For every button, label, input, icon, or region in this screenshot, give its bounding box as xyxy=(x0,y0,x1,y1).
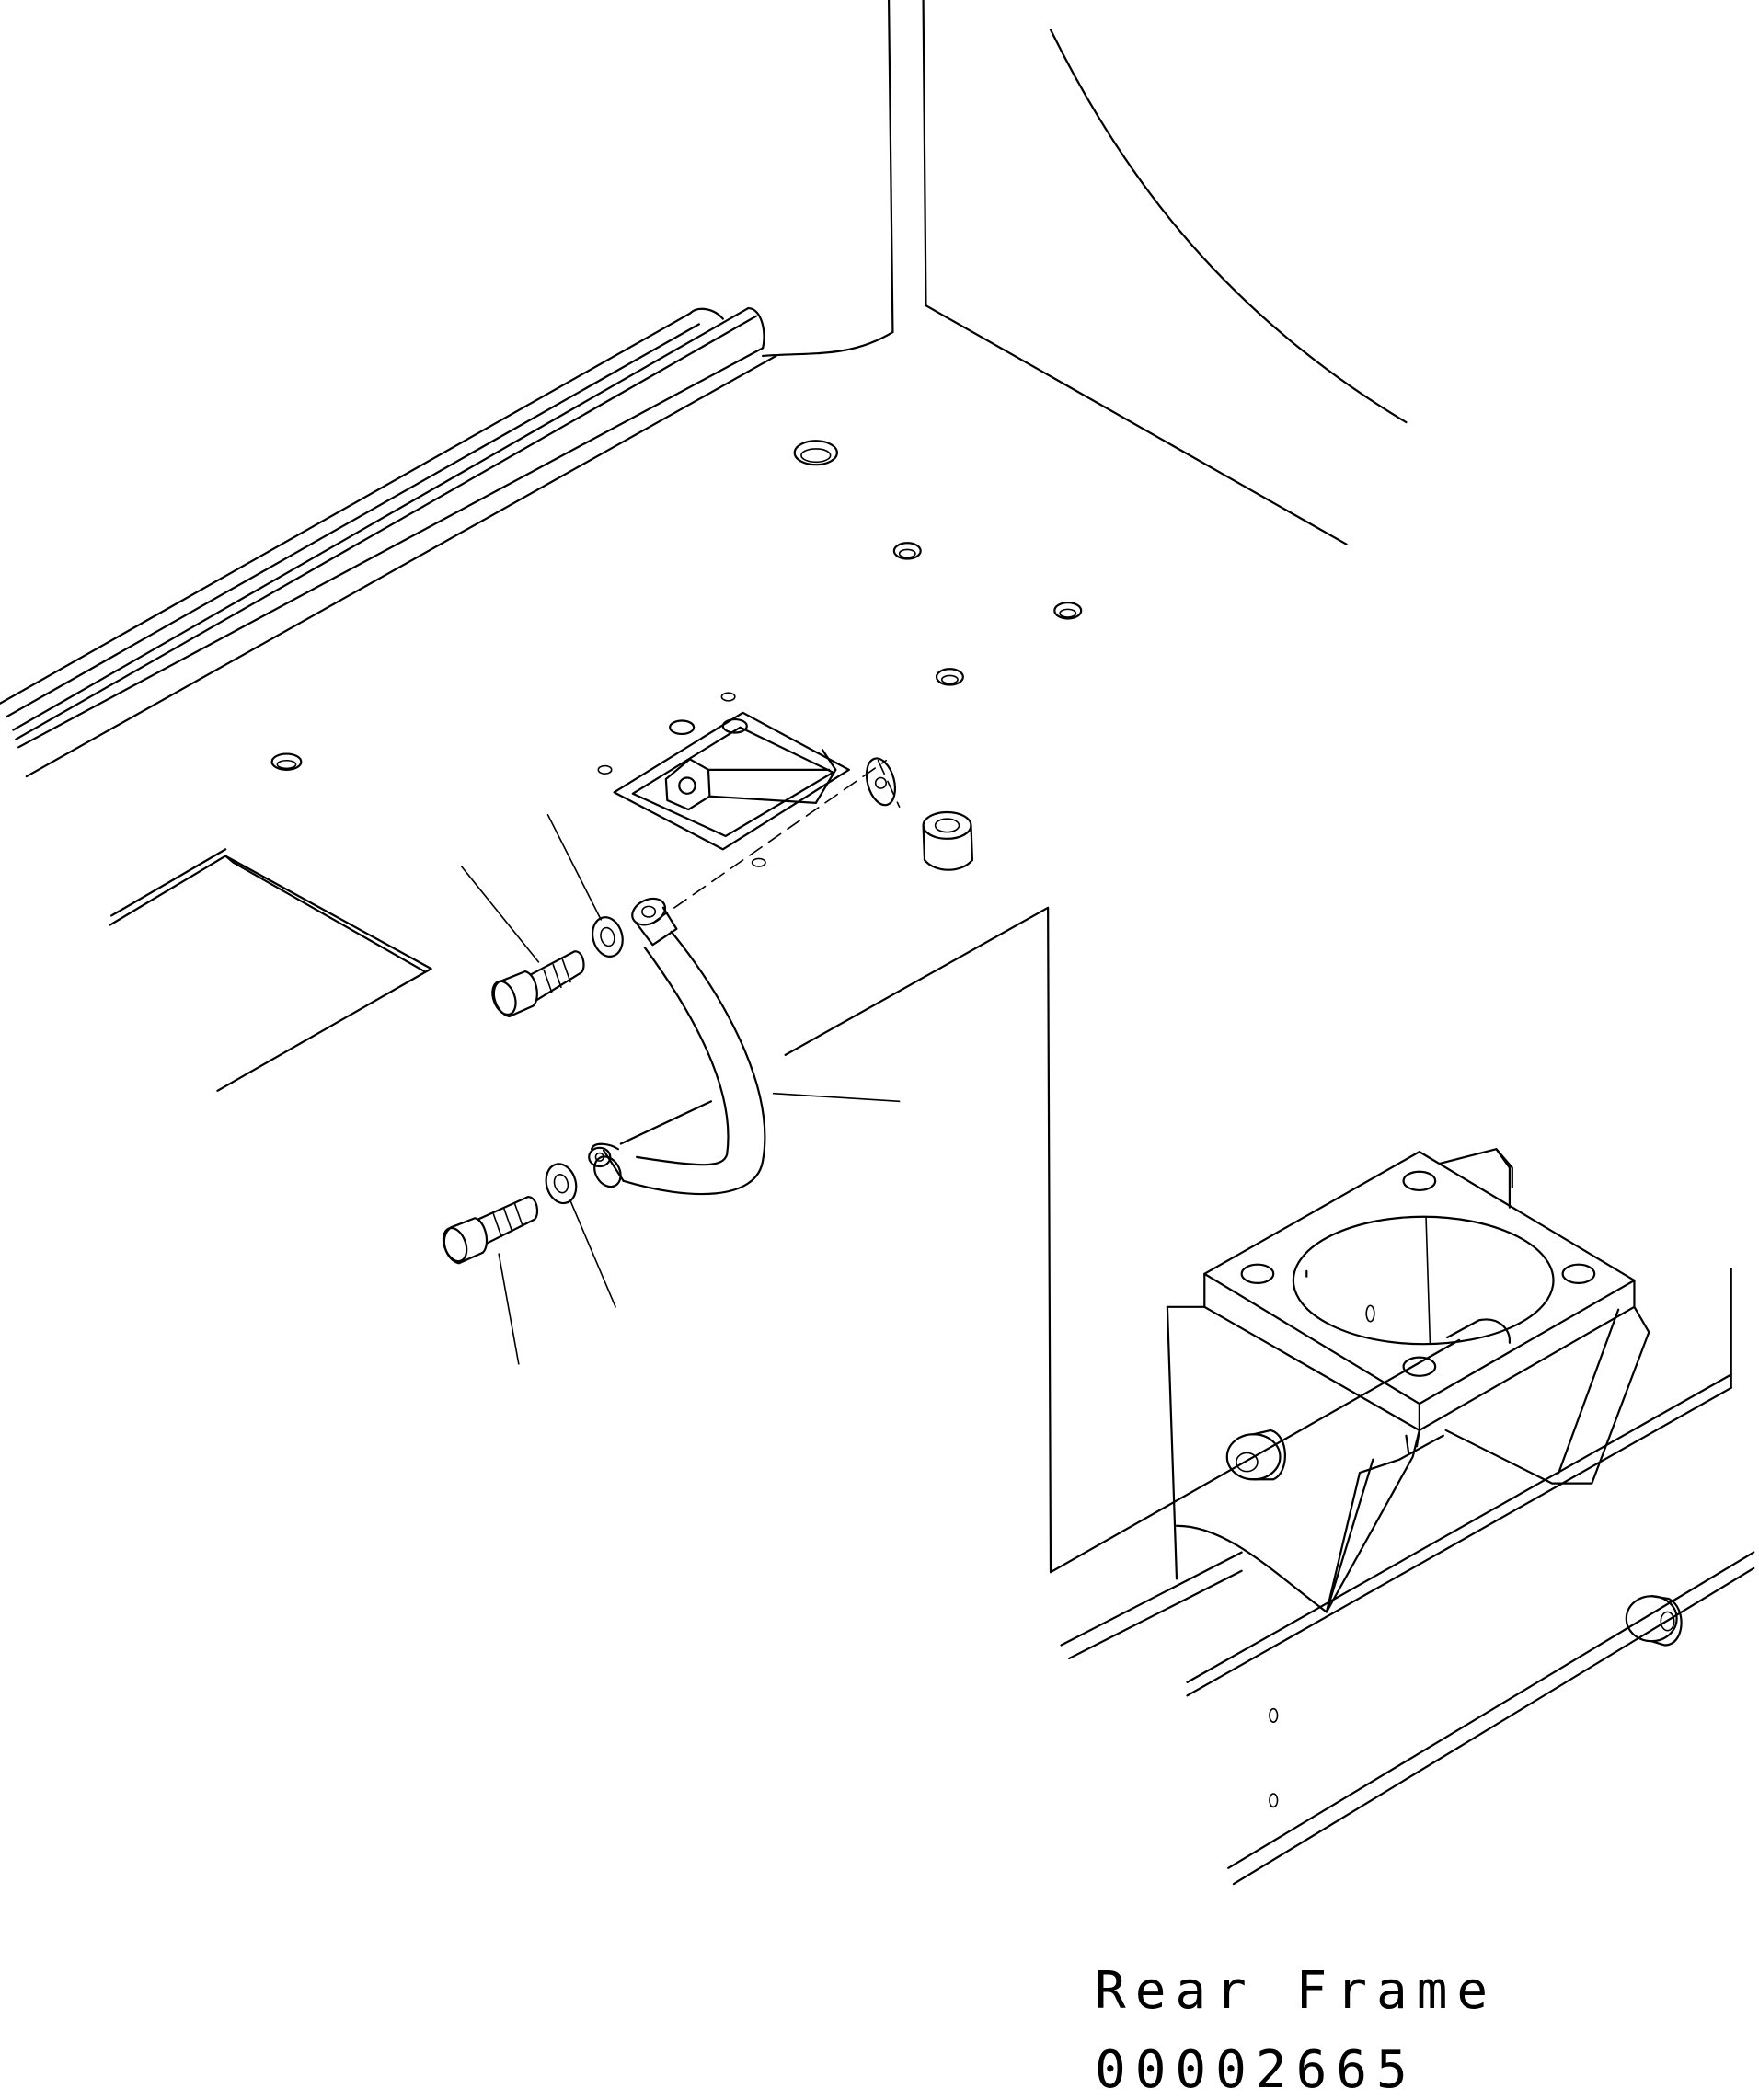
fender-wall xyxy=(763,1,1406,545)
access-opening xyxy=(615,713,849,850)
floor-plate xyxy=(110,849,431,1090)
bolt-upper xyxy=(489,951,584,1017)
ground-point xyxy=(862,755,900,809)
spacer-boss xyxy=(924,812,972,870)
washer-upper xyxy=(588,914,627,960)
diagram-caption-title: Rear Frame xyxy=(1095,1961,1498,2021)
mount-block xyxy=(1167,1149,1649,1612)
deck-holes xyxy=(272,441,1082,866)
mount-boss xyxy=(1227,1430,1285,1479)
ground-cable xyxy=(589,893,765,1194)
rail-boss xyxy=(1627,1596,1682,1645)
side-rail xyxy=(0,308,776,776)
assembly-guide-lines xyxy=(655,761,899,921)
bolt-lower xyxy=(439,1197,537,1264)
diagram-figure-number: 00002665 xyxy=(1095,2040,1417,2100)
frame-edge xyxy=(621,908,1459,1572)
leader-lines xyxy=(462,815,900,1364)
washer-lower xyxy=(542,1161,581,1207)
lower-frame-rails xyxy=(1062,1268,1754,1884)
